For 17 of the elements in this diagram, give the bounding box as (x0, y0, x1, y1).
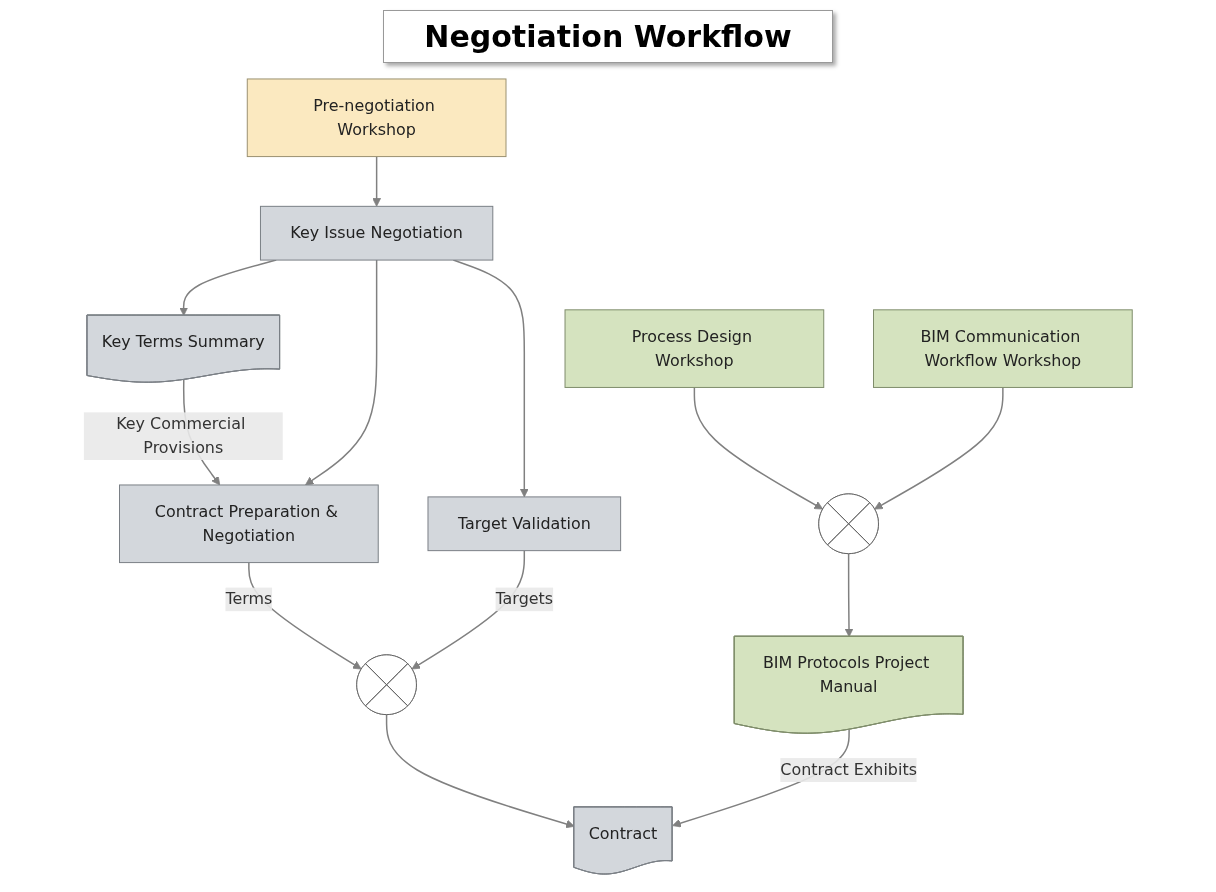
arrow (385, 713, 575, 829)
arrow (693, 386, 824, 510)
diagram-title: Negotiation Workflow (383, 10, 833, 63)
edge-label: Contract Exhibits (780, 760, 917, 780)
node-box: Process Design Workshop (564, 309, 825, 388)
node-box: Target Validation (427, 496, 622, 552)
edge-label: Terms (225, 589, 273, 609)
node-box: BIM Communication Workflow Workshop (873, 309, 1133, 388)
edge-label: Targets (495, 589, 554, 609)
arrow (305, 259, 378, 486)
node-box: Contract Preparation & Negotiation (119, 484, 379, 564)
node-box: Key Issue Negotiation (259, 205, 494, 261)
arrow (372, 155, 381, 207)
node-box: Pre-negotiation Workshop (246, 78, 507, 158)
edge-label: Key Commercial Provisions (116, 414, 246, 458)
arrow (844, 552, 854, 638)
arrow (874, 386, 1004, 510)
